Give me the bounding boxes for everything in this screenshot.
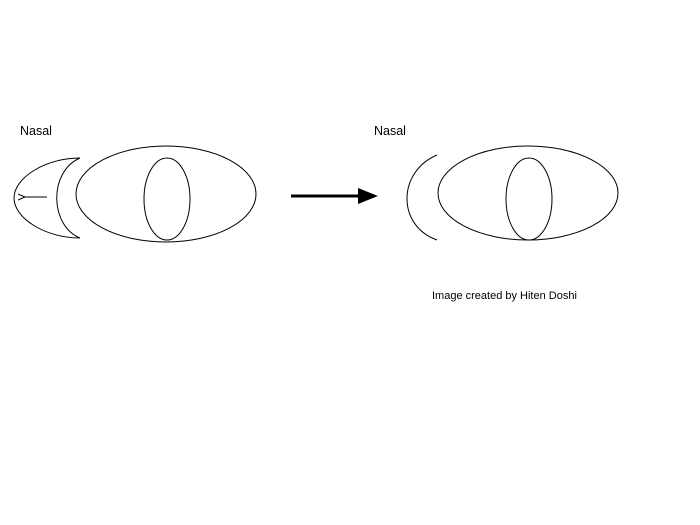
cornea-outline <box>143 157 191 241</box>
eye-after <box>406 145 619 241</box>
eye-before <box>13 145 257 243</box>
transition-arrow <box>291 188 378 204</box>
nasal-label-before: Nasal <box>20 124 52 138</box>
eye-outline <box>75 145 257 243</box>
nasal-label-after: Nasal <box>374 124 406 138</box>
image-credit: Image created by Hiten Doshi <box>432 290 577 302</box>
right-arrow-icon <box>358 188 378 204</box>
graft-arc <box>406 154 438 241</box>
conjunctival-graft-crescent <box>13 157 81 239</box>
cornea-outline <box>505 157 553 241</box>
eye-outline <box>437 145 619 241</box>
